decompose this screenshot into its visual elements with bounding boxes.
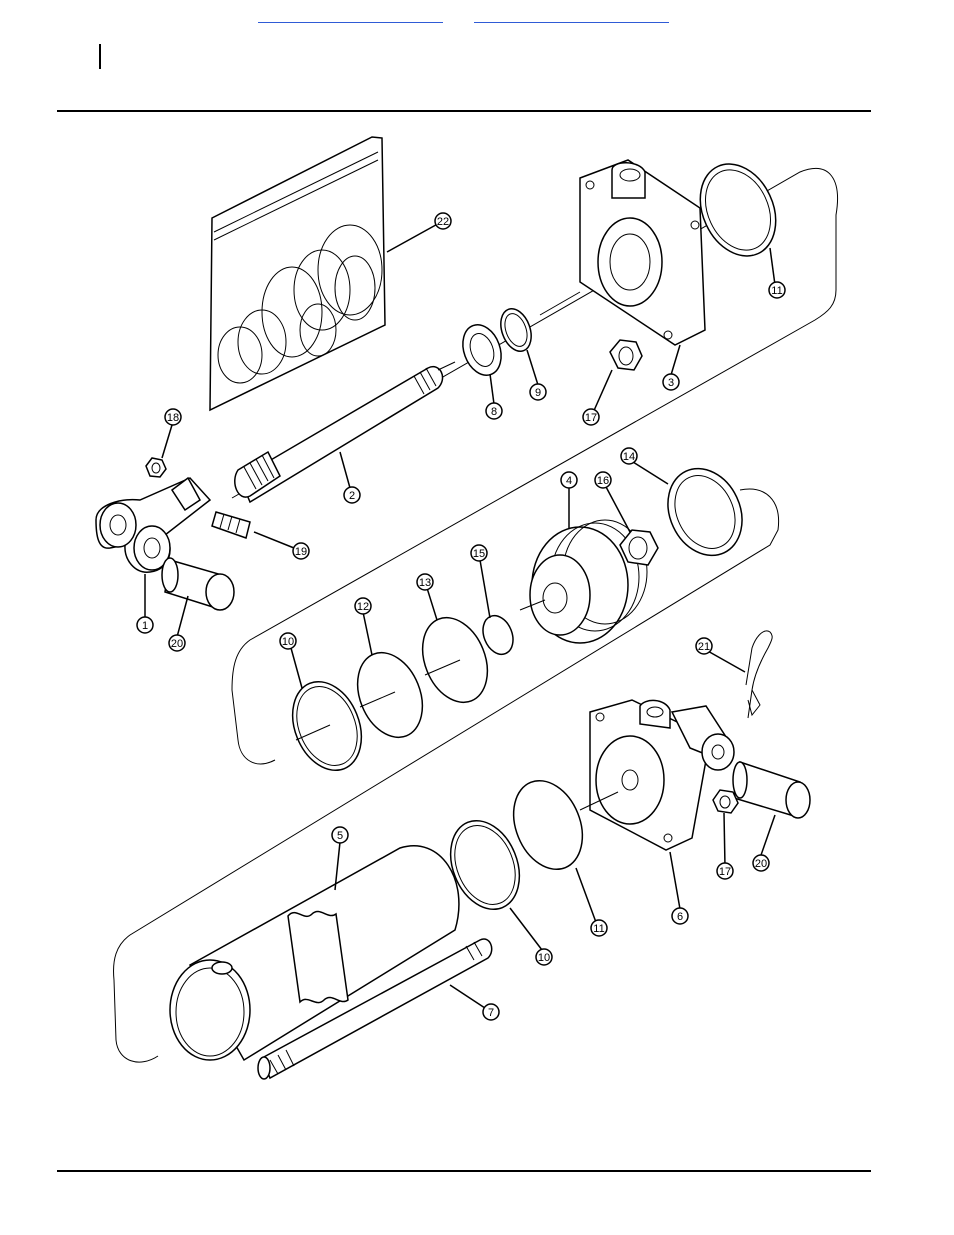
callout-17-bottom-label: 17 (719, 866, 731, 878)
callout-16: 16 (595, 472, 611, 488)
callout-1-label: 1 (142, 620, 148, 632)
nut-18 (146, 458, 166, 477)
callout-18-label: 18 (167, 412, 179, 424)
rod-clevis (96, 478, 210, 572)
callout-16-label: 16 (597, 475, 609, 487)
callout-7: 7 (483, 1004, 499, 1020)
nut-17-bottom (713, 790, 738, 813)
grease-fitting-19 (212, 512, 250, 538)
nut-17-top (610, 340, 642, 370)
callout-21: 21 (696, 638, 712, 654)
callout-10-middle-label: 10 (282, 636, 294, 648)
callout-10-middle: 10 (280, 633, 296, 649)
callout-10-bottom-label: 10 (538, 952, 550, 964)
callout-22-label: 22 (437, 216, 449, 228)
callout-20-bottom-label: 20 (755, 858, 767, 870)
rod-end-head (580, 160, 705, 345)
base-end-cap (590, 700, 734, 850)
callout-5-label: 5 (337, 830, 343, 842)
callout-10-bottom: 10 (536, 949, 552, 965)
callout-22: 22 (435, 213, 451, 229)
callout-20-top-label: 20 (171, 638, 183, 650)
callout-15: 15 (471, 545, 487, 561)
callout-8-label: 8 (491, 406, 497, 418)
seal-kit-bag (210, 137, 385, 410)
callout-19-label: 19 (295, 546, 307, 558)
callout-9-label: 9 (535, 387, 541, 399)
callout-1: 1 (137, 617, 153, 633)
callout-18: 18 (165, 409, 181, 425)
clevis-pin-20-bottom (733, 762, 810, 818)
callout-11-top-label: 11 (771, 285, 782, 297)
callout-17-top-label: 17 (585, 412, 597, 424)
hair-pin-clip-21 (746, 631, 772, 718)
callout-11-top: 11 (769, 282, 785, 298)
callout-8: 8 (486, 403, 502, 419)
callout-12: 12 (355, 598, 371, 614)
callout-2: 2 (344, 487, 360, 503)
callout-17-bottom: 17 (717, 863, 733, 879)
clevis-pin-20-top (162, 558, 234, 610)
callout-12-label: 12 (357, 601, 369, 613)
rod-seal-9 (495, 305, 536, 356)
callout-4: 4 (561, 472, 577, 488)
nut-16 (620, 530, 658, 565)
piston-rod (235, 362, 455, 502)
callout-20-top: 20 (169, 635, 185, 651)
callout-7-label: 7 (488, 1007, 494, 1019)
callout-6-label: 6 (677, 911, 683, 923)
callout-14-label: 14 (623, 451, 635, 463)
callout-19: 19 (293, 543, 309, 559)
callout-2-label: 2 (349, 490, 355, 502)
callout-17-top: 17 (583, 409, 599, 425)
callout-14: 14 (621, 448, 637, 464)
callout-5: 5 (332, 827, 348, 843)
callout-13: 13 (417, 574, 433, 590)
callout-11-bottom-label: 11 (593, 923, 604, 935)
cylinder-barrel (170, 846, 459, 1060)
callout-3-label: 3 (668, 377, 674, 389)
callout-9: 9 (530, 384, 546, 400)
callout-11-bottom: 11 (591, 920, 607, 936)
callout-21-label: 21 (698, 641, 710, 653)
callout-15-label: 15 (473, 548, 485, 560)
callout-20-bottom: 20 (753, 855, 769, 871)
callout-6: 6 (672, 908, 688, 924)
callout-13-label: 13 (419, 577, 431, 589)
callout-3: 3 (663, 374, 679, 390)
wiper-seal-8 (456, 319, 508, 380)
piston-seal-14 (654, 456, 755, 567)
callout-4-label: 4 (566, 475, 572, 487)
